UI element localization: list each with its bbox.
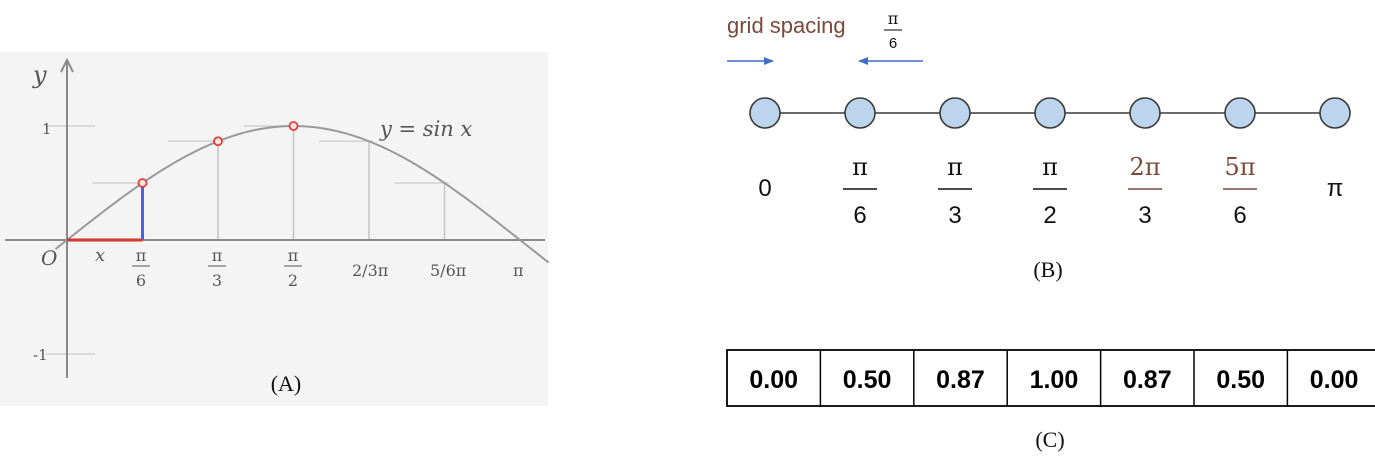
caption-b: (B) xyxy=(1033,257,1062,282)
grid-spacing-value: π 6 xyxy=(884,9,902,52)
table-border xyxy=(726,349,1375,407)
grid-node xyxy=(1224,97,1256,129)
table-cell: 0.00 xyxy=(1310,366,1359,394)
x-tick-pi-2: π 2 xyxy=(284,246,302,290)
svg-text:π: π xyxy=(136,246,147,265)
node-label-denominator: 2 xyxy=(1043,202,1056,229)
panel-a-sine-plot: y 1 -1 O x y = sin x π 6 π 3 π 2 2/3π 5/… xyxy=(0,52,550,406)
svg-text:6: 6 xyxy=(136,271,146,290)
table-cell: 0.87 xyxy=(1123,366,1172,394)
y-tick-minus-1: -1 xyxy=(33,346,48,364)
grid-node xyxy=(749,97,781,129)
svg-text:6: 6 xyxy=(889,35,897,52)
origin-label: O xyxy=(41,246,57,270)
sample-point-marker xyxy=(137,178,148,188)
node-label-denominator: 6 xyxy=(853,202,866,229)
svg-text:π: π xyxy=(288,246,299,265)
y-axis-arrow-icon xyxy=(60,57,74,73)
table-cell: 1.00 xyxy=(1030,366,1079,394)
grid-node-label: 5π 6 xyxy=(1223,153,1257,229)
grid-node xyxy=(939,97,971,129)
sine-curve xyxy=(54,125,550,264)
svg-text:π: π xyxy=(888,9,899,28)
y-tick-1: 1 xyxy=(42,120,52,138)
x-tick-5pi-6: 5/6π xyxy=(430,261,466,280)
node-label-text: π xyxy=(1327,175,1344,202)
node-label-denominator: 3 xyxy=(1138,202,1151,229)
grid-node-label: 2π 3 xyxy=(1128,153,1162,229)
y-axis-label: y xyxy=(32,61,47,89)
grid-node xyxy=(844,97,876,129)
value-table: 0.00 0.50 0.87 1.00 0.87 0.50 0.00 xyxy=(726,349,1375,407)
node-label-text: 0 xyxy=(758,175,771,202)
svg-text:π: π xyxy=(212,246,223,265)
grid-node-label: π2 xyxy=(1033,153,1067,229)
caption-c: (C) xyxy=(1035,427,1064,452)
grid-node-label: 0 xyxy=(758,175,771,202)
grid-node xyxy=(1319,97,1351,129)
table-cell: 0.00 xyxy=(749,366,798,394)
node-label-numerator: 2π xyxy=(1129,153,1160,181)
x-tick-2pi-3: 2/3π xyxy=(352,261,388,280)
table-cell: 0.50 xyxy=(1216,366,1265,394)
grid-node-label: π6 xyxy=(843,153,877,229)
sample-point-marker xyxy=(213,136,223,147)
sample-markers xyxy=(137,121,299,188)
grid-node-label: π3 xyxy=(938,153,972,229)
panel-a-background xyxy=(0,52,548,406)
node-label-numerator: 5π xyxy=(1224,153,1255,181)
svg-text:3: 3 xyxy=(212,271,222,290)
node-label-numerator: π xyxy=(852,153,868,181)
x-tick-pi: π xyxy=(513,261,524,280)
x-variable-label: x xyxy=(95,245,105,266)
node-label-denominator: 3 xyxy=(948,202,961,229)
x-tick-pi-3: π 3 xyxy=(208,246,226,290)
grid-spacing-label: grid spacing xyxy=(727,13,846,38)
caption-a: (A) xyxy=(271,371,302,396)
grid-node xyxy=(1129,97,1161,129)
grid-node xyxy=(1034,97,1066,129)
table-cell: 0.87 xyxy=(936,366,985,394)
reference-lines xyxy=(45,125,449,355)
table-cell: 0.50 xyxy=(843,366,892,394)
curve-label: y = sin x xyxy=(379,117,473,141)
node-label-denominator: 6 xyxy=(1233,202,1246,229)
svg-text:2: 2 xyxy=(288,271,298,290)
node-label-numerator: π xyxy=(1042,153,1058,181)
panel-c-value-table: 0.00 0.50 0.87 1.00 0.87 0.50 0.00 (C) xyxy=(726,349,1375,452)
sample-point-marker xyxy=(288,121,299,131)
x-tick-pi-6: π 6 xyxy=(132,246,150,290)
grid-nodes xyxy=(749,97,1351,129)
node-label-numerator: π xyxy=(947,153,963,181)
grid-node-label: π xyxy=(1327,175,1344,202)
